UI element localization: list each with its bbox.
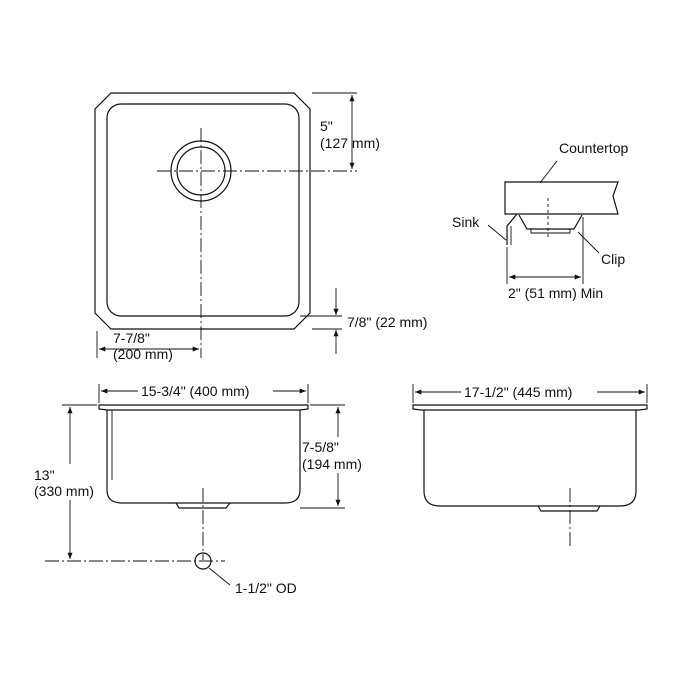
depth-label-mask xyxy=(301,437,376,473)
drain-center-label: 7-7/8" xyxy=(113,330,150,346)
side-basin-profile xyxy=(423,410,637,507)
front-drain-outlet xyxy=(175,502,231,509)
clip-bracket xyxy=(518,214,583,230)
flange-width-label: 7/8" (22 mm) xyxy=(347,314,427,330)
length-label-mask xyxy=(461,382,597,400)
top-view-basin xyxy=(106,103,300,317)
width-label: 15-3/4" (400 mm) xyxy=(141,383,249,399)
side-drain-outlet xyxy=(537,505,601,512)
depth-label: 7-5/8" xyxy=(302,439,339,455)
length-label: 17-1/2" (445 mm) xyxy=(464,384,572,400)
side-view: 17-1/2" (445 mm) xyxy=(412,382,648,548)
height-label: 13" xyxy=(34,467,55,483)
height-mm-label: (330 mm) xyxy=(34,483,94,499)
sink-flange-profile xyxy=(506,213,518,245)
countertop-label: Countertop xyxy=(559,140,628,156)
height-label-mask xyxy=(30,464,106,500)
installation-detail: Countertop Sink Clip 2" (51 mm) Min xyxy=(452,140,628,301)
front-rim-top xyxy=(98,404,309,411)
drain-offset-label: 5" xyxy=(320,118,333,134)
clip-leader xyxy=(577,231,600,254)
drain-offset-mm-label: (127 mm) xyxy=(320,135,380,151)
top-view: 5" (127 mm) 7/8" (22 mm) 7-7/8" (200 mm) xyxy=(94,92,427,362)
drain-od-label: 1-1/2" OD xyxy=(235,580,297,596)
front-view: 15-3/4" (400 mm) 7-5/8" (194 mm) 13" (33… xyxy=(30,381,376,596)
width-label-mask xyxy=(138,381,273,399)
front-basin-profile xyxy=(106,410,301,504)
drain-center-mm-label: (200 mm) xyxy=(113,346,173,362)
side-rim-top xyxy=(412,404,648,411)
top-view-outer-rim xyxy=(94,92,311,330)
sink-leader xyxy=(487,224,507,241)
drain-od-leader xyxy=(208,567,231,586)
countertop-leader xyxy=(539,160,558,184)
countertop-section xyxy=(504,181,619,215)
clip-notch xyxy=(530,229,571,234)
sink-label: Sink xyxy=(452,214,480,230)
min-clearance-label: 2" (51 mm) Min xyxy=(508,285,603,301)
depth-mm-label: (194 mm) xyxy=(302,456,362,472)
clip-label: Clip xyxy=(601,251,625,267)
